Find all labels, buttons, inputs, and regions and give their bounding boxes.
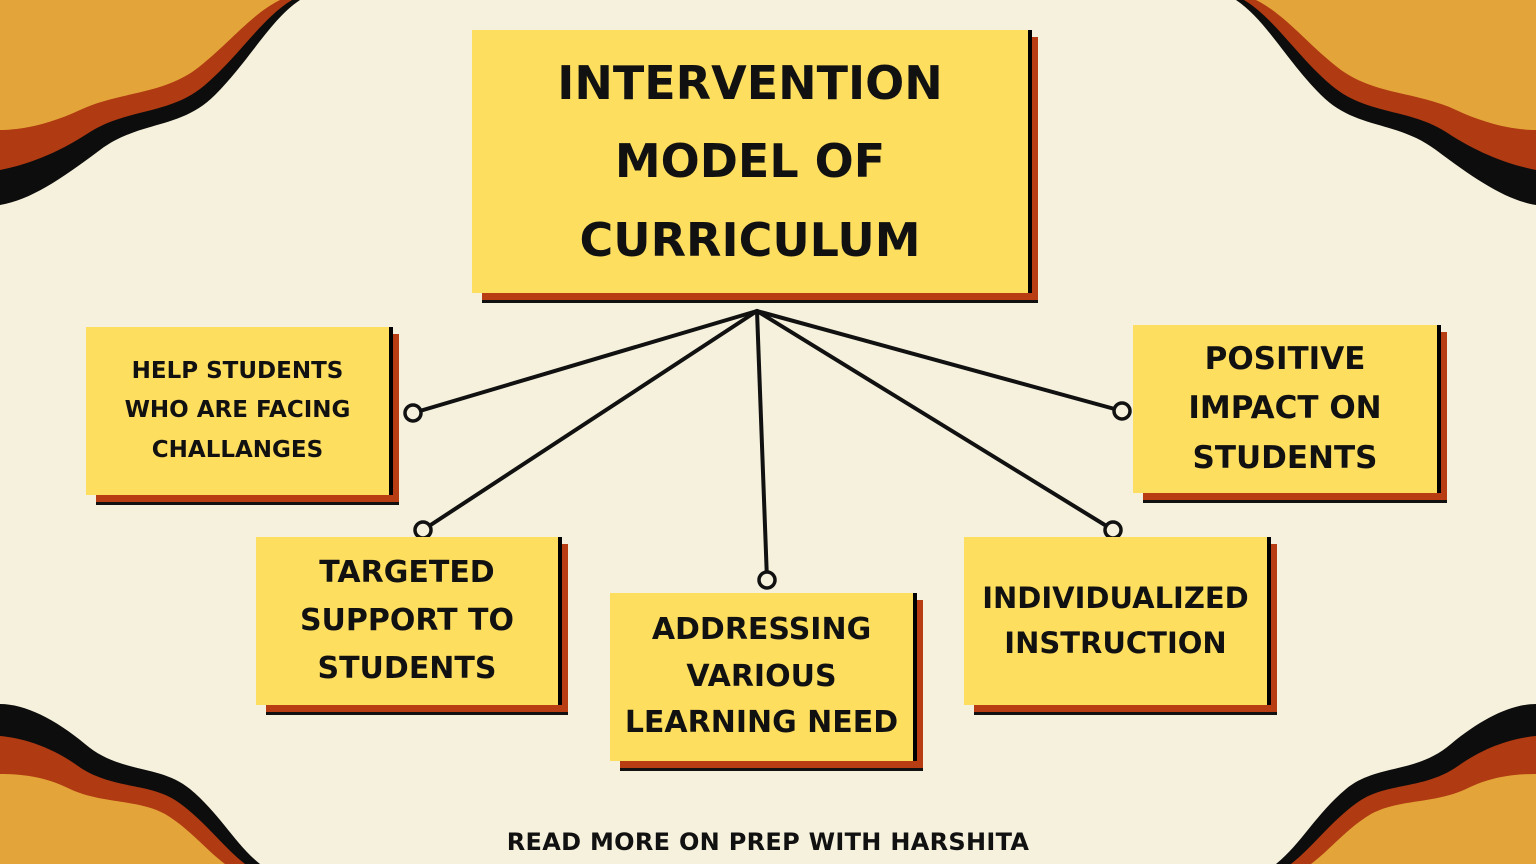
node-help-students: HELP STUDENTS WHO ARE FACING CHALLANGES — [86, 327, 389, 495]
connector-positive — [755, 309, 1124, 413]
connector-dot-help — [403, 403, 423, 423]
connector-targeted — [421, 309, 759, 532]
node-positive-impact-label: POSITIVE IMPACT ON STUDENTS — [1188, 340, 1382, 476]
connector-dot-targeted — [413, 520, 433, 540]
connector-individualized — [755, 309, 1115, 532]
connector-dot-individualized — [1103, 520, 1123, 540]
node-addressing-needs: ADDRESSING VARIOUS LEARNING NEED — [610, 593, 913, 761]
node-individualized-instruction: INDIVIDUALIZED INSTRUCTION — [964, 537, 1267, 705]
node-addressing-needs-label: ADDRESSING VARIOUS LEARNING NEED — [624, 612, 899, 741]
title-text: INTERVENTION MODEL OF CURRICULUM — [557, 56, 943, 267]
connector-dot-positive — [1112, 401, 1132, 421]
footer-credit: READ MORE ON PREP WITH HARSHITA — [506, 828, 1030, 856]
node-targeted-support-label: TARGETED SUPPORT TO STUDENTS — [299, 555, 515, 686]
connector-dot-addressing — [757, 570, 777, 590]
node-help-students-label: HELP STUDENTS WHO ARE FACING CHALLANGES — [124, 357, 351, 463]
node-targeted-support: TARGETED SUPPORT TO STUDENTS — [256, 537, 558, 705]
title-box: INTERVENTION MODEL OF CURRICULUM — [472, 30, 1028, 293]
connector-addressing — [755, 309, 769, 582]
connector-help — [411, 309, 759, 415]
node-positive-impact: POSITIVE IMPACT ON STUDENTS — [1133, 325, 1437, 493]
node-individualized-instruction-label: INDIVIDUALIZED INSTRUCTION — [982, 581, 1249, 660]
